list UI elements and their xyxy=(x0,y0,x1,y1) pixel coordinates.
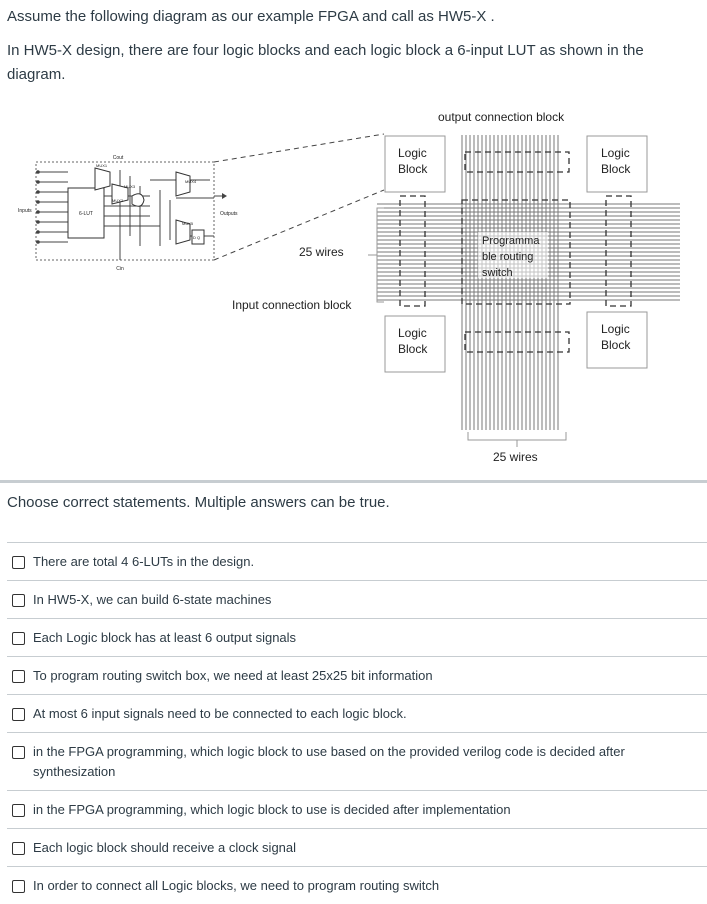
switch-box xyxy=(478,232,548,278)
answer-checkbox[interactable] xyxy=(12,708,25,721)
svg-text:Block: Block xyxy=(398,342,428,356)
answer-option[interactable]: Each Logic block has at least 6 output s… xyxy=(7,618,707,656)
inputs-label: Inputs xyxy=(18,208,32,214)
vertical-wires xyxy=(461,135,559,430)
answer-label: in the FPGA programming, which logic blo… xyxy=(33,802,511,817)
input-connection-block-label: Input connection block xyxy=(232,298,352,312)
switch-label-3: switch xyxy=(482,267,513,279)
dq-label: D Q xyxy=(193,235,200,240)
answer-checkbox[interactable] xyxy=(12,594,25,607)
answer-option[interactable]: There are total 4 6-LUTs in the design. xyxy=(7,542,707,580)
answer-checkbox[interactable] xyxy=(12,556,25,569)
answer-checkbox[interactable] xyxy=(12,632,25,645)
logic-block-top-left: Logic Block xyxy=(384,135,446,193)
answer-label: At most 6 input signals need to be conne… xyxy=(33,706,407,721)
answer-label: To program routing switch box, we need a… xyxy=(33,668,433,683)
wires-left-label: 25 wires xyxy=(299,245,344,259)
logic-block-bottom-right: Logic Block xyxy=(586,311,648,369)
output-connection-block-label: output connection block xyxy=(438,110,565,124)
cin-label: Cin xyxy=(116,266,124,272)
answer-option[interactable]: At most 6 input signals need to be conne… xyxy=(7,694,707,732)
answer-option[interactable]: In order to connect all Logic blocks, we… xyxy=(7,866,707,904)
answer-label: in the FPGA programming, which logic blo… xyxy=(33,744,625,779)
zoom-lines xyxy=(213,133,385,261)
answer-option[interactable]: in the FPGA programming, which logic blo… xyxy=(7,790,707,828)
svg-text:Block: Block xyxy=(398,162,428,176)
logic-block-top-right: Logic Block xyxy=(586,135,648,193)
svg-text:Block: Block xyxy=(601,338,631,352)
switch-label-1: Programma xyxy=(482,235,540,247)
answer-checkbox[interactable] xyxy=(12,842,25,855)
svg-text:Logic: Logic xyxy=(398,326,427,340)
mux4-label: MUX4 xyxy=(185,179,197,184)
svg-text:Logic: Logic xyxy=(398,146,427,160)
answer-checkbox[interactable] xyxy=(12,746,25,759)
answer-option[interactable]: Each logic block should receive a clock … xyxy=(7,828,707,866)
mux3-label: MUX3 xyxy=(124,184,136,189)
intro-line-2: In HW5-X design, there are four logic bl… xyxy=(7,42,644,83)
lut-label: 6-LUT xyxy=(79,211,93,217)
wires-bottom-label: 25 wires xyxy=(493,450,538,464)
question-prompt: Choose correct statements. Multiple answ… xyxy=(7,494,390,511)
intro-line-1: Assume the following diagram as our exam… xyxy=(7,8,495,25)
answer-label: There are total 4 6-LUTs in the design. xyxy=(33,554,255,569)
answer-option[interactable]: To program routing switch box, we need a… xyxy=(7,656,707,694)
logic-cell-schematic: 6-LUT Cout Cin Inputs Outputs MUX1 xyxy=(18,155,238,272)
cout-label: Cout xyxy=(113,155,124,161)
answer-label: Each Logic block has at least 6 output s… xyxy=(33,630,297,645)
mux5-label: MUX5 xyxy=(182,221,194,226)
question-intro: Assume the following diagram as our exam… xyxy=(7,5,697,87)
mux2-label: MUX2 xyxy=(112,198,124,203)
wire-brackets xyxy=(368,207,567,447)
fpga-diagram: 6-LUT Cout Cin Inputs Outputs MUX1 xyxy=(18,110,680,464)
mux1-label: MUX1 xyxy=(96,163,108,168)
answer-option[interactable]: In HW5-X, we can build 6-state machines xyxy=(7,580,707,618)
answer-list: There are total 4 6-LUTs in the design. … xyxy=(7,542,707,904)
connection-boxes xyxy=(399,151,632,353)
svg-text:Logic: Logic xyxy=(601,322,630,336)
svg-text:Block: Block xyxy=(601,162,631,176)
answer-label: In order to connect all Logic blocks, we… xyxy=(33,878,440,893)
answer-label: Each logic block should receive a clock … xyxy=(33,840,297,855)
svg-text:Logic: Logic xyxy=(601,146,630,160)
answer-checkbox[interactable] xyxy=(12,804,25,817)
answer-label: In HW5-X, we can build 6-state machines xyxy=(33,592,272,607)
switch-label-2: ble routing xyxy=(482,251,533,263)
answer-checkbox[interactable] xyxy=(12,880,25,893)
answer-checkbox[interactable] xyxy=(12,670,25,683)
outputs-label: Outputs xyxy=(220,211,238,217)
logic-block-bottom-left: Logic Block xyxy=(384,315,446,373)
section-divider xyxy=(0,480,707,483)
answer-option[interactable]: in the FPGA programming, which logic blo… xyxy=(7,732,707,790)
